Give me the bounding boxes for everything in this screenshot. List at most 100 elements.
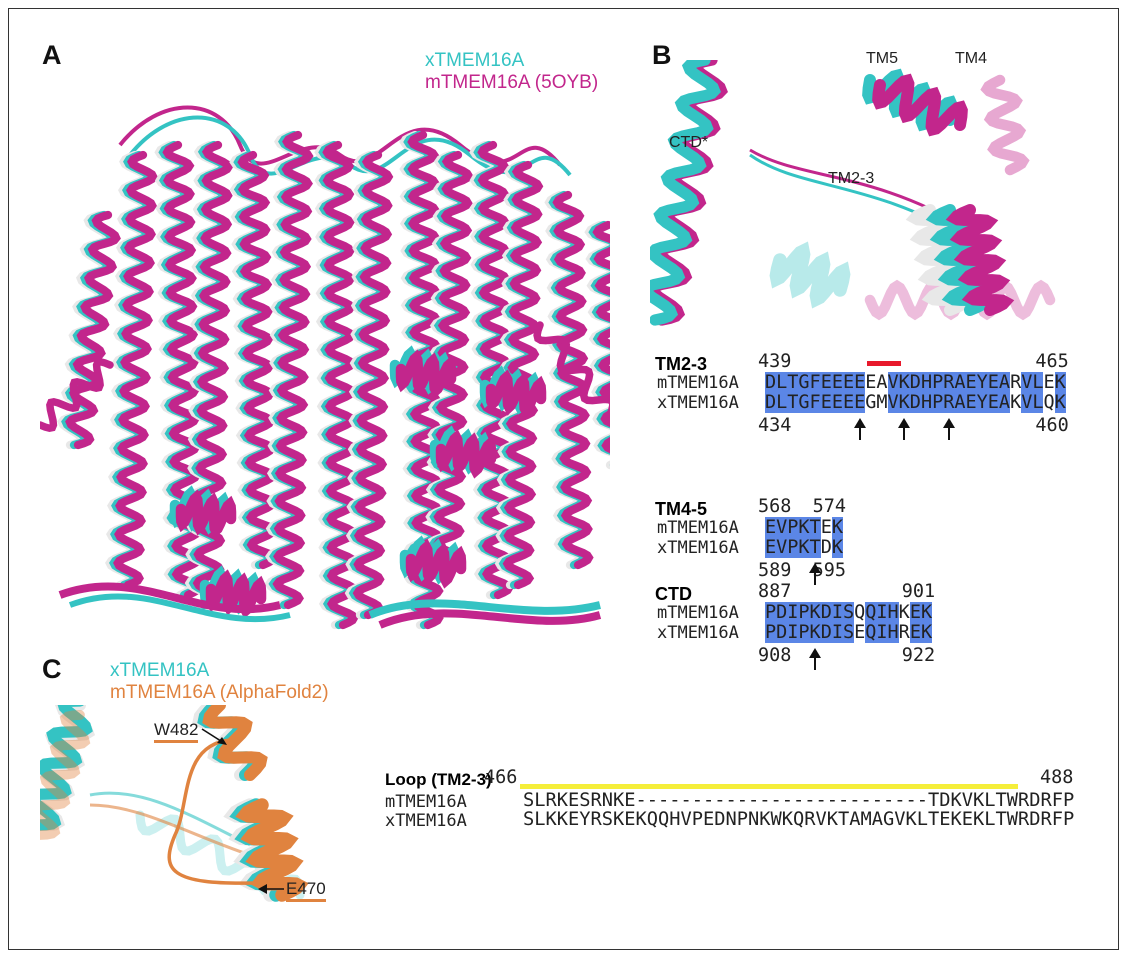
conserved-residues: EK xyxy=(909,622,933,643)
variable-residues: D xyxy=(820,537,832,558)
helix xyxy=(650,60,721,326)
loop-title: Loop (TM2-3) xyxy=(385,770,492,789)
sequence-row: PDIPKDISEQIHREK xyxy=(765,622,933,643)
helix xyxy=(175,489,237,539)
conserved-residues: VL xyxy=(1021,392,1044,413)
legend-xtmem16a: xTMEM16A xyxy=(425,50,525,71)
position-start: 434 xyxy=(758,415,792,436)
residue-label-e470: E470 xyxy=(286,879,326,902)
label-ctd: CTD* xyxy=(669,134,709,151)
helix xyxy=(945,204,1015,316)
sequence-name: mTMEM16A xyxy=(657,518,739,538)
conserved-residues: EK xyxy=(909,602,933,623)
sequence-row: SLRKESRNKE--------------------------TDKV… xyxy=(523,790,1075,811)
legend-mtmem16a-alphafold: mTMEM16A (AlphaFold2) xyxy=(110,682,329,703)
helix xyxy=(322,140,359,630)
variable-residues: Q xyxy=(854,602,866,623)
position-start: 568 xyxy=(758,496,792,517)
variable-residues: R xyxy=(898,622,910,643)
helix xyxy=(592,220,610,454)
helix xyxy=(477,140,514,600)
position-end: 922 xyxy=(901,645,936,666)
loop xyxy=(89,803,251,857)
helix xyxy=(980,74,1030,176)
sequence-row: DLTGFEEEEEAVKDHPRAEYEARVLEK xyxy=(765,372,1066,393)
position-start: 908 xyxy=(758,645,792,666)
position-end: 460 xyxy=(1035,415,1069,436)
sequence-name: xTMEM16A xyxy=(657,538,739,558)
conserved-residues: K xyxy=(1054,392,1066,413)
position-end: 465 xyxy=(1035,351,1069,372)
helix xyxy=(40,710,91,840)
position-start: 439 xyxy=(758,351,792,372)
beta-sheet xyxy=(68,593,291,623)
helix xyxy=(202,705,268,781)
red-highlight-bar xyxy=(867,361,901,366)
helix xyxy=(113,150,158,590)
structure-overlay-zoom xyxy=(650,60,1056,326)
position-end: 488 xyxy=(1040,767,1074,788)
label-tm2-3: TM2-3 xyxy=(828,170,875,187)
yellow-highlight-bar xyxy=(520,784,1018,789)
helix xyxy=(235,798,309,902)
sequence-name: xTMEM16A xyxy=(657,623,739,643)
up-arrow-icon xyxy=(942,418,955,440)
conserved-residues: K xyxy=(831,517,843,538)
helix xyxy=(552,190,594,570)
alphafold-loop xyxy=(167,738,256,885)
up-arrow-icon xyxy=(898,418,911,440)
alignment-title: TM2-3 xyxy=(655,354,708,374)
legend-mtmem16a: mTMEM16A (5OYB) xyxy=(425,72,599,93)
arrow-icon xyxy=(258,884,284,894)
structure-overlay-loop xyxy=(40,705,309,902)
helix xyxy=(205,569,267,619)
helix xyxy=(65,210,121,450)
variable-residues: Q xyxy=(1043,392,1055,413)
residue-label-w482: W482 xyxy=(154,720,199,743)
up-arrow-icon xyxy=(853,418,866,440)
sequence-name: mTMEM16A xyxy=(385,792,467,812)
variable-residues: R xyxy=(1010,372,1022,393)
helix xyxy=(237,150,279,570)
sequence-row: EVPKTDK xyxy=(765,537,843,558)
beta-sheet xyxy=(368,599,601,619)
arrow-icon xyxy=(201,728,227,745)
sequence-row: EVPKTEK xyxy=(765,517,843,538)
conserved-residues: DLTGFEEEE xyxy=(765,372,866,393)
variable-residues: E xyxy=(820,517,832,538)
helix xyxy=(352,150,394,620)
conserved-residues: VKDHPRAEYEA xyxy=(887,392,1011,413)
helix xyxy=(272,130,314,610)
helix xyxy=(769,241,851,309)
helix xyxy=(40,357,114,433)
helix xyxy=(405,539,467,589)
beta-sheet xyxy=(58,582,281,614)
variable-residues: E xyxy=(1043,372,1055,393)
conserved-residues: QIH xyxy=(865,602,899,623)
loop xyxy=(89,791,251,847)
up-arrow-icon xyxy=(809,648,822,670)
legend-xtmem16a-c: xTMEM16A xyxy=(110,660,210,681)
label-tm5: TM5 xyxy=(866,50,898,67)
helix xyxy=(485,369,547,419)
variable-residues: K xyxy=(1010,392,1022,413)
conserved-residues: EVPKT xyxy=(765,537,821,558)
structure-overlay-full xyxy=(40,105,610,630)
sequence-name: mTMEM16A xyxy=(657,603,739,623)
conserved-residues: K xyxy=(831,537,843,558)
variable-residues: EA xyxy=(865,372,888,393)
position-end: 574 xyxy=(812,496,846,517)
conserved-residues: VKDHPRAEYEA xyxy=(887,372,1011,393)
position-start: 887 xyxy=(758,581,792,602)
alignment-title: CTD xyxy=(655,584,692,604)
conserved-residues: K xyxy=(1054,372,1066,393)
conserved-residues: VL xyxy=(1021,372,1044,393)
position-end: 901 xyxy=(901,581,936,602)
position-start: 589 xyxy=(758,560,792,581)
helix xyxy=(435,429,497,479)
conserved-residues: EVPKT xyxy=(765,517,821,538)
variable-residues: GM xyxy=(865,392,888,413)
panel-label-c: C xyxy=(42,654,62,684)
sequence-row: DLTGFEEEEGMVKDHPRAEYEAKVLQK xyxy=(765,392,1066,413)
